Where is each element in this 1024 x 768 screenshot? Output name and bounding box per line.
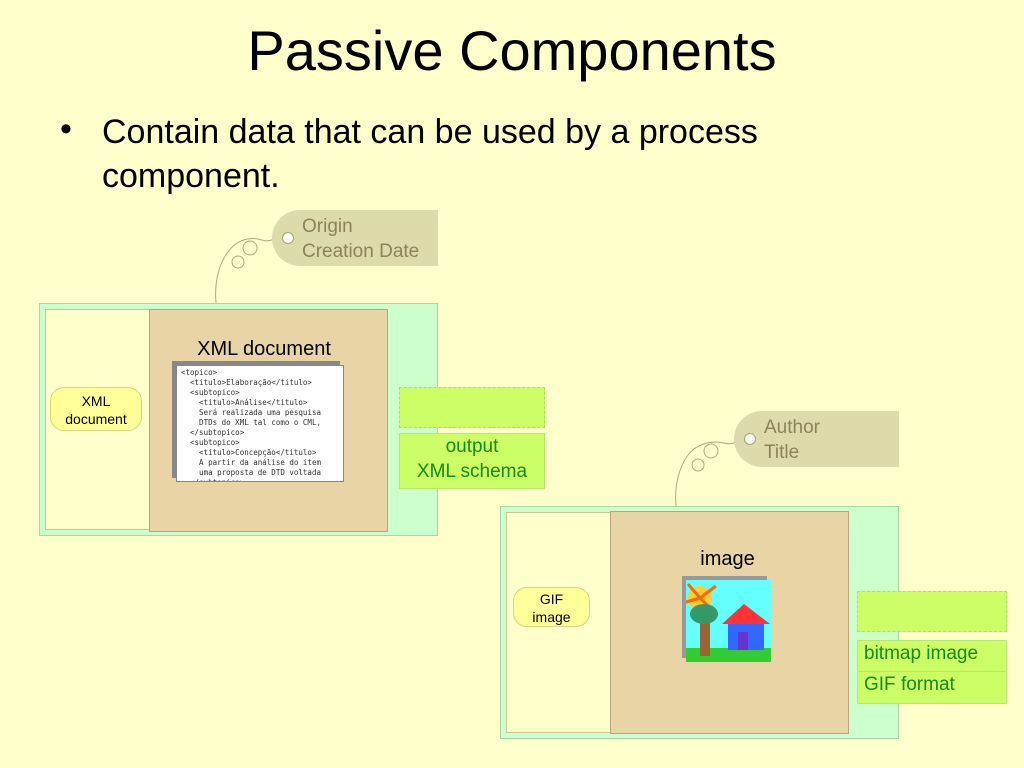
xml-code-line: </subtopico> — [181, 428, 245, 437]
output-line: output — [445, 436, 499, 457]
tag-hole-icon — [744, 433, 756, 445]
xml-code-line: <titulo>Elaboração</titulo> — [181, 378, 312, 387]
tag-line-title: Title — [764, 442, 800, 463]
pill-line: image — [532, 609, 571, 625]
output-placeholder-box — [399, 387, 545, 428]
xml-code-line: </subtopico> — [181, 478, 339, 481]
xml-code-line: uma proposta de DTD voltada — [181, 468, 321, 477]
output-line: XML schema — [416, 461, 528, 482]
xml-document-label: XML document — [197, 338, 331, 360]
house-image-thumbnail — [685, 580, 771, 662]
output-xml-schema-box: output XML schema — [399, 433, 545, 489]
image-label: image — [700, 548, 755, 570]
xml-document-preview: <topico> <titulo>Elaboração</titulo> <su… — [176, 365, 344, 482]
xml-document-pill: XML document — [50, 387, 142, 431]
xml-code-line: Será realizada uma pesquisa — [181, 408, 321, 417]
output-placeholder-box-2 — [857, 591, 1007, 632]
bullet-dot-icon: • — [60, 110, 72, 148]
output-gif-format-row: GIF format — [857, 671, 1007, 704]
output-bitmap-image-row: bitmap image — [857, 640, 1007, 672]
xml-code-line: <titulo>Concepção</titulo> — [181, 448, 317, 457]
tag-line-origin: Origin — [302, 216, 353, 237]
xml-code-line: <subtopico> — [181, 438, 240, 447]
xml-code-line: <titulo>Análise</titulo> — [181, 398, 308, 407]
gif-image-pill: GIF image — [513, 587, 590, 627]
house-drawing-icon — [685, 580, 771, 662]
xml-code-line: <topico> — [181, 368, 218, 377]
tag-line-author: Author — [764, 417, 820, 438]
metadata-tag-author: Author Title — [734, 411, 899, 467]
slide-title: Passive Components — [247, 19, 777, 82]
tag-line-creation-date: Creation Date — [302, 241, 420, 262]
pill-line: document — [65, 411, 127, 427]
pill-line: GIF — [539, 591, 564, 607]
bullet-text: Contain data that can be used by a proce… — [102, 113, 758, 195]
pill-line: XML — [81, 393, 111, 409]
metadata-tag-origin: Origin Creation Date — [272, 210, 438, 266]
xml-code-line: <subtopico> — [181, 388, 240, 397]
xml-code-line: A partir da análise do item — [181, 458, 321, 467]
xml-code-line: DTDs do XML tal como o CML, — [181, 418, 321, 427]
tag-hole-icon — [282, 232, 294, 244]
